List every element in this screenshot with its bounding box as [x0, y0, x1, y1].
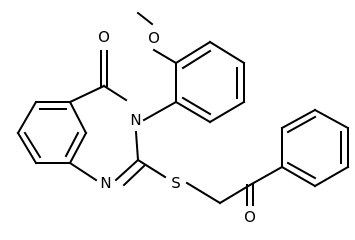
sulfur-label: S	[171, 174, 181, 192]
pyrimidinone-ring	[68, 50, 146, 187]
ketone-oxygen-label: O	[244, 208, 256, 226]
atom-labels: O N N S O O	[98, 28, 256, 226]
chemical-structure-diagram: O N N S O O	[16, 11, 350, 226]
benzo-ring	[16, 100, 88, 165]
ring-nitrogen-3-label: N	[130, 111, 141, 129]
methoxy-oxygen-label: O	[148, 29, 160, 47]
phenyl-ring	[280, 108, 350, 188]
ring-carbonyl-oxygen-label: O	[98, 28, 110, 46]
phenacyl-thioether-chain	[136, 158, 284, 206]
methoxyphenyl-ring	[136, 11, 246, 124]
ring-nitrogen-1-label: N	[100, 174, 111, 192]
